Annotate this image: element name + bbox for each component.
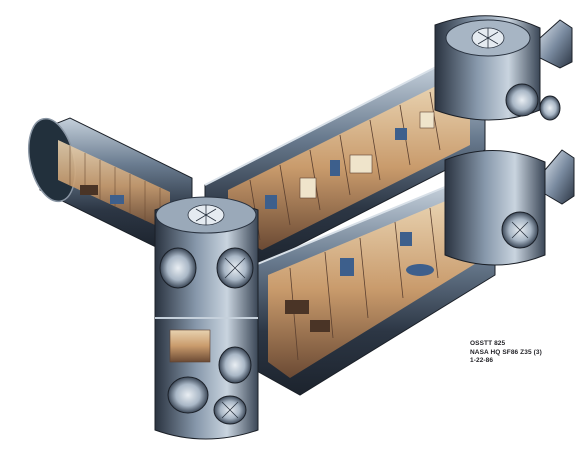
right-upper-node — [434, 15, 573, 121]
illustration-caption: OSSTT 825 NASA HQ SF86 Z35 (3) 1-22-86 — [470, 340, 570, 366]
caption-line-2: NASA HQ SF86 Z35 (3) — [470, 348, 542, 356]
lower-long-module — [254, 184, 496, 396]
left-module — [28, 117, 193, 251]
caption-line-3: 1-22-86 — [470, 357, 494, 364]
right-lower-node — [444, 149, 575, 266]
caption-line-1: OSSTT 825 — [470, 340, 506, 347]
left-vertical-node — [154, 196, 259, 440]
upper-long-module — [204, 64, 486, 271]
